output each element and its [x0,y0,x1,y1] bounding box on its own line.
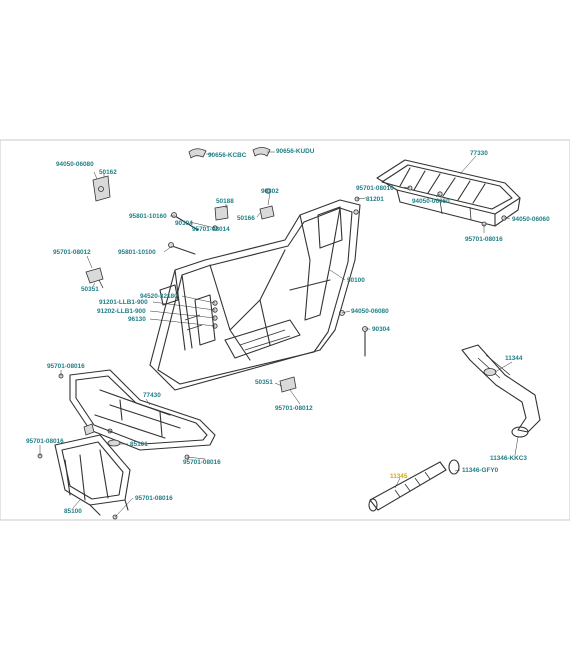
intake-tube-drawing [461,344,541,438]
snorkel-tube-drawing [368,459,460,512]
label-95701-08016-guard-left: 95701-08016 [26,438,64,445]
label-77430: 77430 [143,392,161,399]
leader-lines [39,151,519,518]
label-77330: 77330 [470,150,488,157]
label-50351-center: 50351 [255,379,273,386]
label-95701-08012-center: 95701-08012 [275,405,313,412]
label-50166: 50166 [237,215,255,222]
label-96130: 96130 [128,316,146,323]
label-94520-32180: 94520-32180 [140,293,178,300]
label-95801-10160: 95801-10160 [129,213,167,220]
bracket-parts-drawing [85,175,297,393]
main-frame-drawing [149,199,361,391]
label-94050-06080-frame: 94050-06080 [351,308,389,315]
label-94050-06060-right: 94050-06060 [512,216,550,223]
label-95701-08012-left: 95701-08012 [53,249,91,256]
label-90304-lower: 90304 [372,326,390,333]
label-94050-06080-top: 94050-06080 [56,161,94,168]
label-95701-08016-rack-lower: 95701-08016 [465,236,503,243]
label-50100: 50100 [347,277,365,284]
label-90304-upper: 90304 [175,220,193,227]
label-81201: 81201 [366,196,384,203]
label-85100: 85100 [64,508,82,515]
front-guard-drawing [54,434,131,516]
label-95701-08016-bumper-lower: 95701-08016 [183,459,221,466]
clip-parts-drawing [188,147,271,159]
label-11344: 11344 [505,355,523,362]
label-91201-llb1-900: 91201-LLB1-900 [99,299,148,306]
label-94050-06060-rack: 94050-06060 [412,198,450,205]
label-11346-gfy0: 11346-GFY0 [462,467,499,474]
part-number-labels: 90656-KCBC 90656-KUDU 77330 94050-06080 … [26,148,550,515]
label-95701-08016-guard: 95701-08016 [135,495,173,502]
label-90302: 90302 [261,188,279,195]
label-90656-kcbc: 90656-KCBC [208,152,247,159]
label-85101: 85101 [130,441,148,448]
label-95701-08016-rack: 95701-08016 [356,185,394,192]
rear-rack-drawing [376,159,521,227]
label-95801-10100: 95801-10100 [118,249,156,256]
label-50351-left: 50351 [81,286,99,293]
label-50162: 50162 [99,169,117,176]
label-95701-08016-bumper: 95701-08016 [47,363,85,370]
label-11346-kkc3: 11346-KKC3 [490,455,527,462]
bolt-parts-drawing [37,185,507,520]
label-91202-llb1-900: 91202-LLB1-900 [97,308,146,315]
label-11345[interactable]: 11345 [390,473,408,480]
label-95701-08014: 95701-08014 [192,226,230,233]
diagram-frame [0,139,570,521]
label-50188: 50188 [216,198,234,205]
front-bumper-drawing [69,369,216,451]
label-90656-kudu: 90656-KUDU [276,148,315,155]
